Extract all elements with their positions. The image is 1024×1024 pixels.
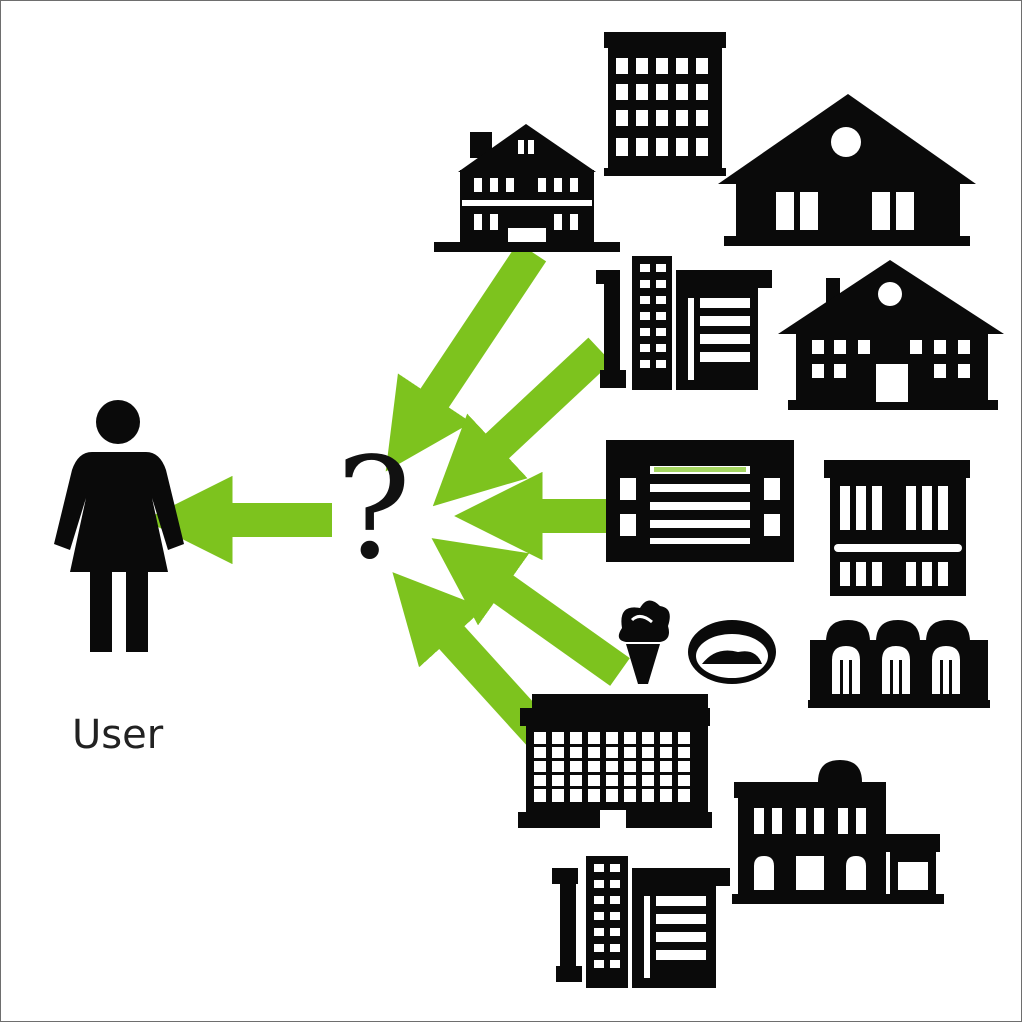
- arrow-from-ice-cream: [431, 538, 630, 686]
- townhouse-icon: [434, 124, 620, 252]
- arrow-from-office-block: [432, 337, 612, 507]
- museum-building-icon: [732, 760, 944, 904]
- house-icon: [718, 94, 976, 246]
- apartment-tower-icon: [604, 32, 726, 176]
- food-dish-icon: [688, 620, 776, 684]
- arcade-building-icon: [808, 620, 990, 708]
- hall-building-icon: [606, 440, 794, 562]
- question-mark: ?: [336, 428, 412, 591]
- large-office-icon: [518, 694, 712, 828]
- arrow-from-townhouse: [385, 242, 547, 472]
- user-icon: [54, 400, 184, 652]
- user-label: User: [72, 712, 164, 758]
- office-block-2-icon: [552, 856, 730, 988]
- ice-cream-icon: [618, 600, 670, 684]
- office-block-icon: [596, 256, 772, 390]
- storefront-icon: [824, 460, 970, 596]
- arrows: [144, 242, 630, 760]
- school-house-icon: [778, 260, 1004, 410]
